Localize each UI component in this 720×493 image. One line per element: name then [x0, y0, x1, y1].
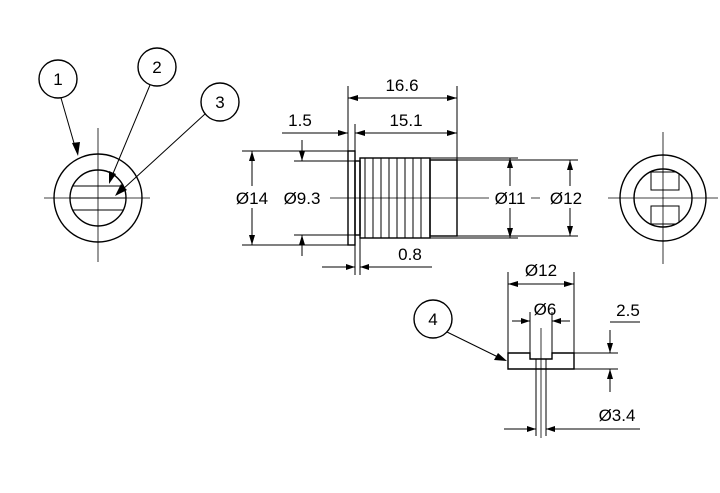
balloon-3-label: 3 [215, 93, 224, 112]
balloon-3: 3 [115, 82, 240, 196]
balloon-1: 1 [38, 59, 80, 156]
dim-overall-length: 16.6 [385, 76, 418, 95]
side-view-dimensions: 16.6 15.1 1.5 0.8 Ø14 Ø9.3 [232, 76, 592, 275]
dim-washer-outer-diameter: Ø12 [525, 261, 557, 280]
dim-undercut-width: 0.8 [398, 245, 422, 264]
side-view [330, 150, 540, 246]
dim-washer-counterbore: Ø6 [534, 300, 557, 319]
dim-washer-hole-diameter: Ø3.4 [599, 406, 636, 425]
balloon-4: 4 [413, 299, 507, 361]
dim-washer-thickness: 2.5 [616, 301, 640, 320]
dim-body-diameter: Ø12 [550, 189, 582, 208]
balloon-2-label: 2 [152, 58, 161, 77]
balloon-1-label: 1 [53, 70, 62, 89]
dim-thread-length: 15.1 [389, 111, 422, 130]
dim-bore-diameter: Ø9.3 [284, 189, 321, 208]
right-end-view [608, 132, 718, 264]
dim-flange-diameter: Ø14 [236, 189, 268, 208]
washer-view [507, 328, 575, 438]
balloon-4-label: 4 [428, 310, 437, 329]
balloon-2: 2 [109, 47, 177, 184]
dim-thread-diameter: Ø11 [495, 189, 526, 208]
washer-dimensions: Ø12 Ø6 2.5 Ø3.4 [504, 261, 640, 436]
left-end-view [44, 128, 150, 262]
dim-flange-thickness: 1.5 [288, 111, 312, 130]
